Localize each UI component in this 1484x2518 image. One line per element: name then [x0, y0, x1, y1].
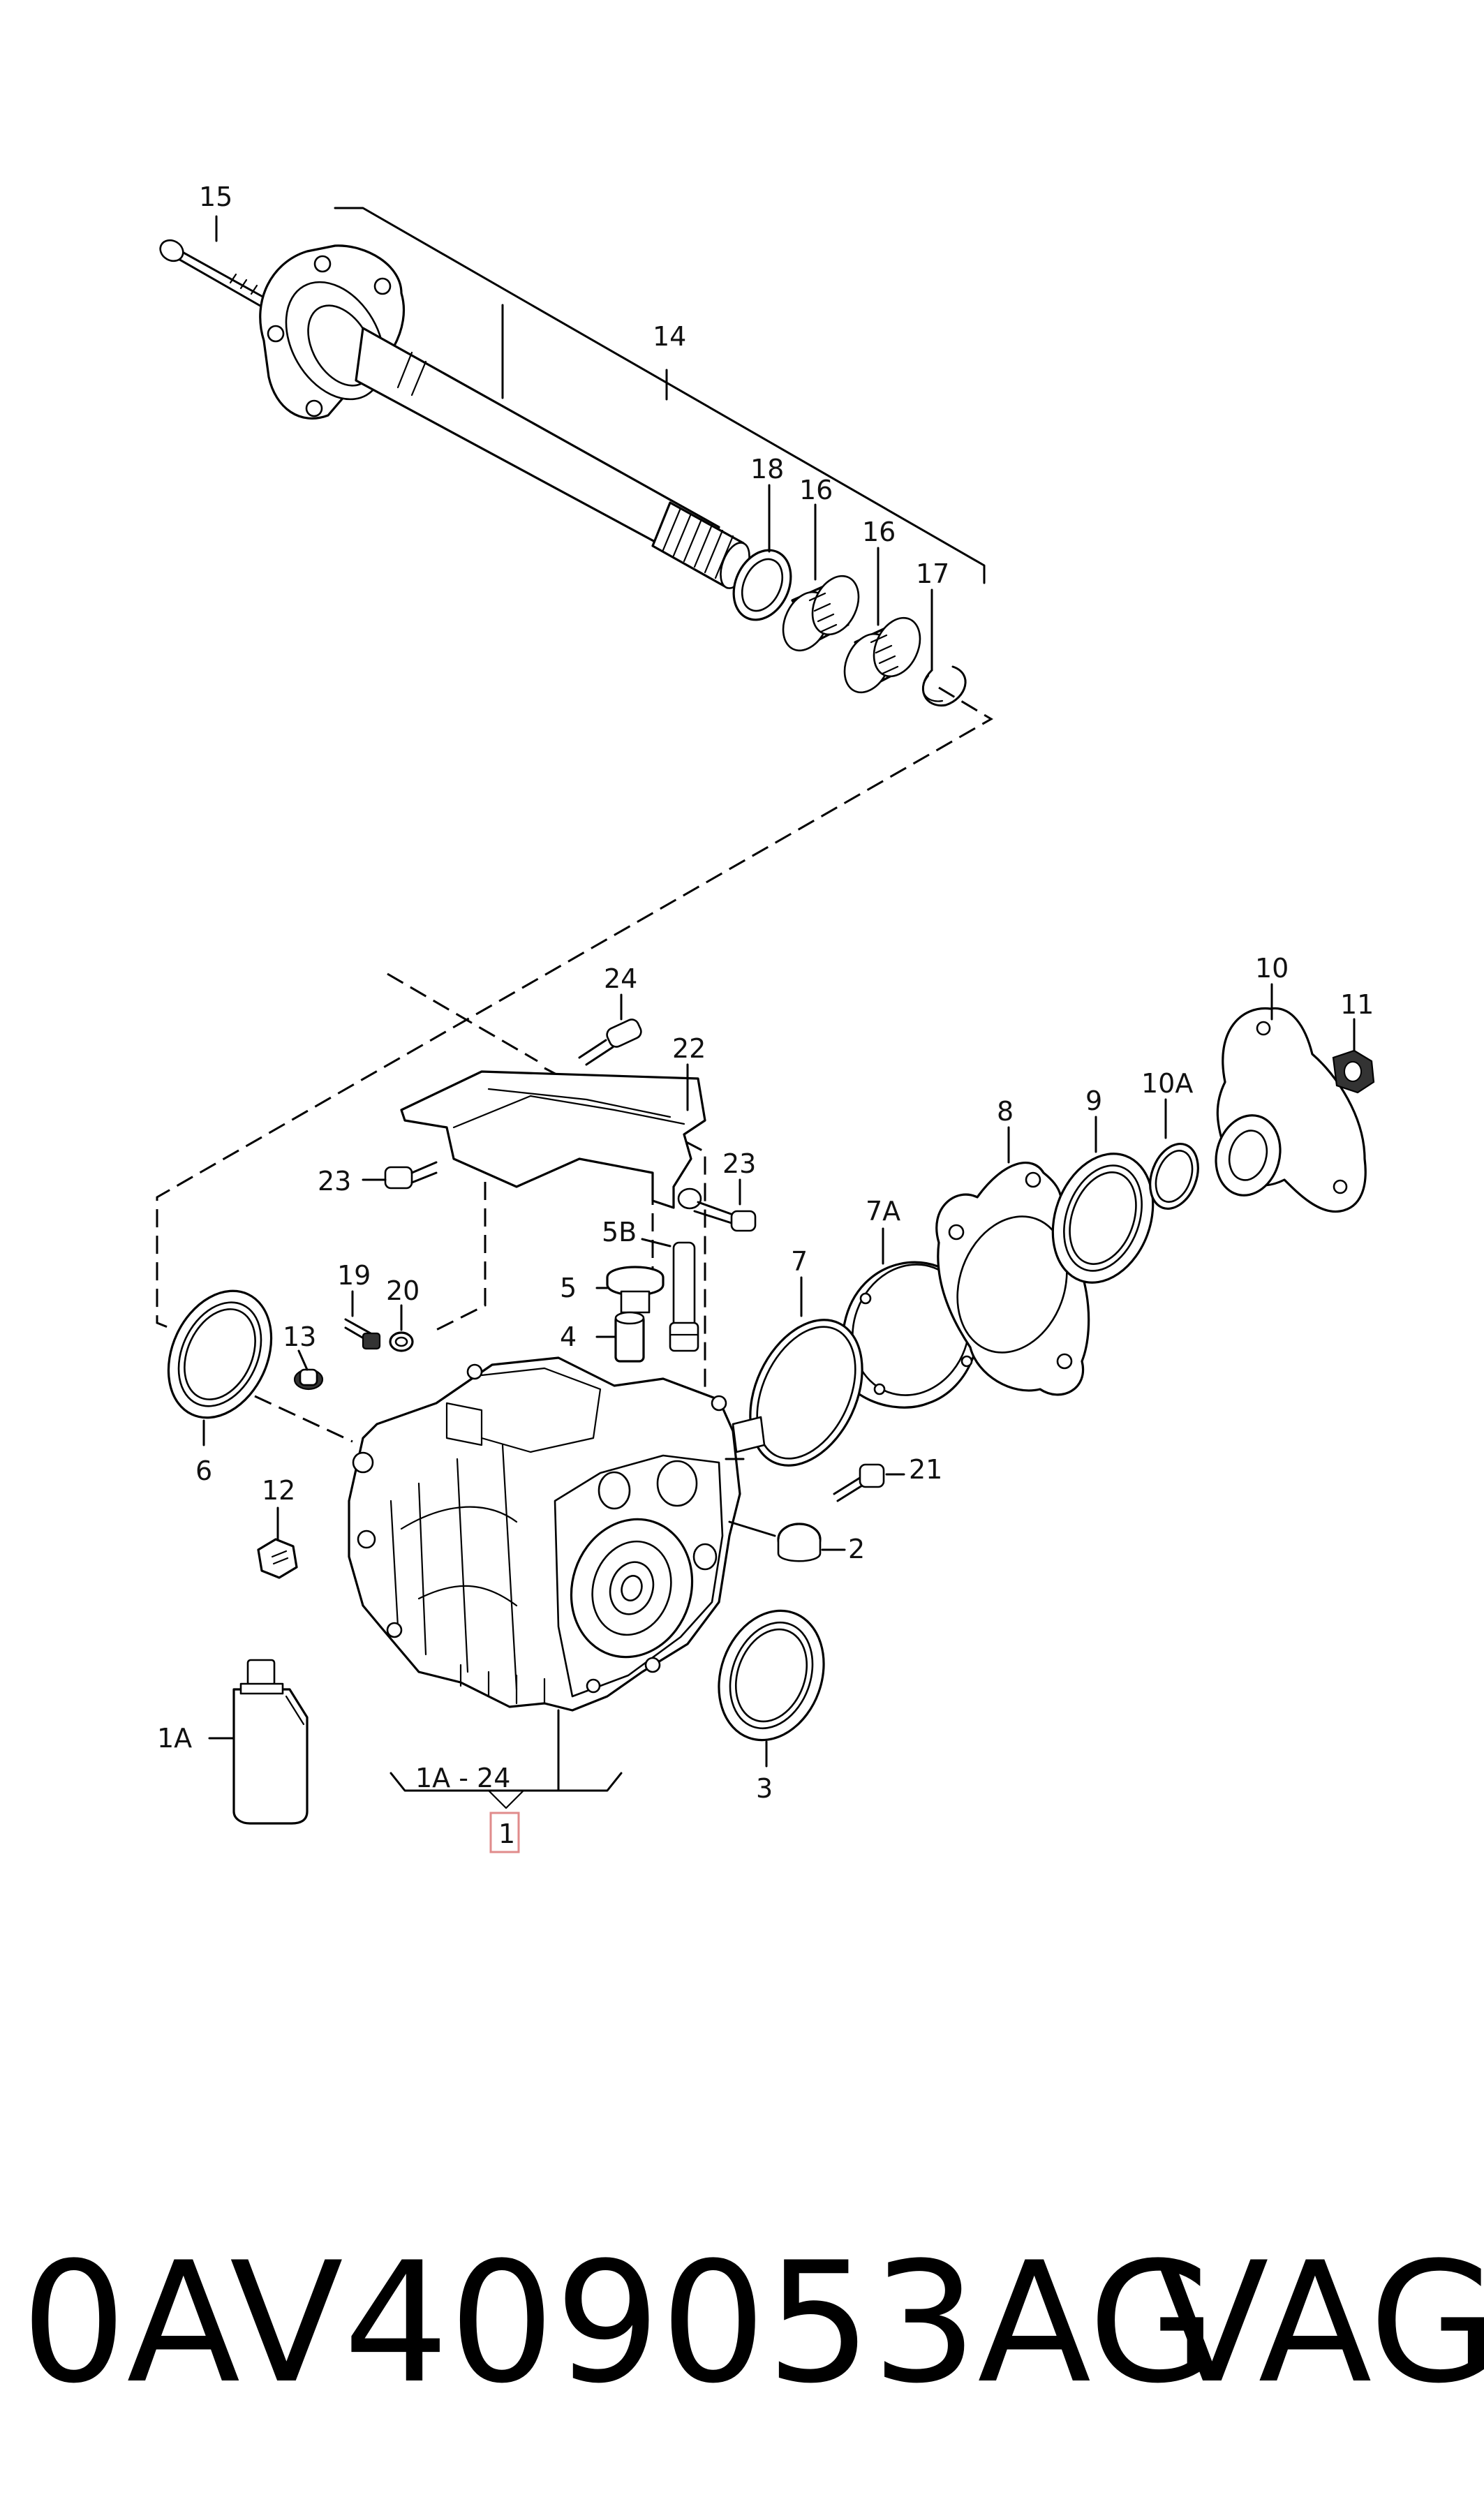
seal-6	[167, 1289, 273, 1446]
label-15: 15	[199, 182, 232, 212]
label-3: 3	[756, 1773, 773, 1804]
label-13: 13	[283, 1321, 316, 1352]
label-20: 20	[386, 1275, 420, 1306]
bearing-16b	[843, 616, 921, 694]
range-bracket	[389, 1772, 623, 1809]
callout-labels: 15 14 18 16 16 17 24 22 10 11 8 9 10A 23…	[157, 182, 1374, 1853]
label-22: 22	[672, 1033, 706, 1064]
label-19: 19	[337, 1260, 371, 1291]
label-7: 7	[791, 1246, 808, 1277]
label-1a: 1A	[157, 1723, 192, 1754]
label-24: 24	[604, 963, 637, 994]
flange-10	[1215, 983, 1367, 1213]
screw-19	[344, 1290, 381, 1350]
part-number: 0AV409053AG	[21, 2227, 1217, 2420]
nut-11	[1332, 1018, 1375, 1094]
label-23-left: 23	[318, 1166, 351, 1197]
label-range: 1A - 24	[415, 1763, 510, 1793]
label-2: 2	[848, 1534, 865, 1564]
label-9: 9	[1085, 1086, 1102, 1116]
label-12: 12	[262, 1475, 295, 1506]
breather-5b	[641, 1238, 699, 1352]
washer-20	[389, 1304, 414, 1352]
transfer-case-housing-1	[348, 1356, 766, 1792]
label-1: 1	[498, 1819, 515, 1849]
label-21: 21	[909, 1454, 942, 1485]
label-5: 5	[560, 1273, 577, 1303]
bracket-14	[334, 207, 986, 584]
bearing-16a	[782, 575, 860, 652]
ring-18	[732, 549, 792, 621]
highlight-box	[489, 1812, 520, 1853]
cap-2	[728, 1520, 846, 1562]
sleeve-4	[595, 1311, 645, 1363]
leader-lines-upper	[215, 215, 933, 672]
drive-shaft-14	[259, 244, 750, 589]
cap-5	[595, 1266, 665, 1314]
circlip-17	[922, 665, 967, 706]
bolt-23-left	[362, 1161, 438, 1190]
bolt-24	[578, 993, 642, 1066]
label-16a: 16	[799, 475, 833, 505]
label-7a: 7A	[866, 1196, 900, 1227]
o-ring-7	[749, 1276, 863, 1467]
label-16b: 16	[862, 517, 896, 547]
label-23-right: 23	[722, 1148, 756, 1179]
gasket-7a	[836, 1227, 980, 1409]
cover-8	[935, 1126, 1090, 1396]
label-6: 6	[195, 1456, 212, 1486]
label-10a: 10A	[1141, 1068, 1193, 1099]
plug-12	[257, 1506, 298, 1579]
brand-name: VAG	[1155, 2227, 1484, 2420]
label-5b: 5B	[602, 1217, 637, 1247]
plug-13	[293, 1349, 324, 1391]
label-10: 10	[1255, 953, 1289, 984]
seal-3	[718, 1609, 825, 1768]
label-8: 8	[997, 1096, 1014, 1127]
heat-shield-22	[400, 1063, 706, 1209]
label-4: 4	[560, 1321, 577, 1352]
bolt-15	[159, 239, 267, 309]
label-14: 14	[653, 321, 686, 352]
oil-bottle-1a	[208, 1659, 309, 1825]
label-17: 17	[916, 558, 949, 589]
label-11: 11	[1340, 989, 1374, 1020]
bolt-23-right	[677, 1178, 757, 1232]
label-18: 18	[750, 454, 784, 484]
bolt-21	[833, 1463, 905, 1502]
ring-10a	[1149, 1098, 1199, 1210]
seal-9	[1051, 1116, 1155, 1284]
